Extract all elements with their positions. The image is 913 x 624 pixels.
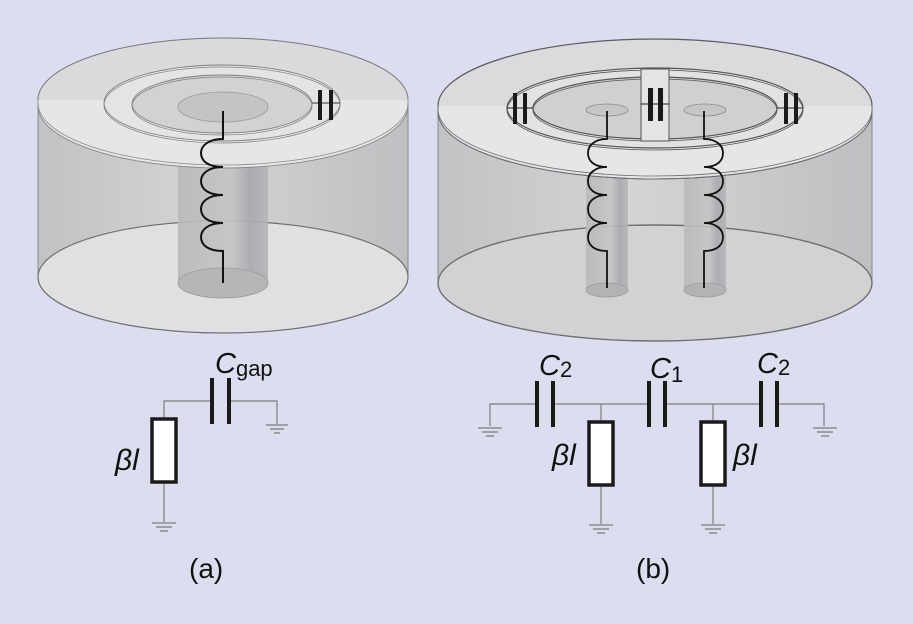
panel-a-caption: (a) [189,553,223,584]
circuit-a-resistor-icon [150,417,178,484]
circuit-a-capacitor-label: Cgap [215,348,273,381]
cavity-a-gap-capacitor-icon [312,90,340,120]
cavity-b-inductor-right-icon [703,111,724,288]
circuit-b-ground-mid-left-icon [589,524,613,534]
cavity-b-capacitor-right-icon [777,93,803,124]
circuit-b-resistor-left-icon [587,420,615,487]
circuit-b-ground-mid-right-icon [701,524,725,534]
circuit-b: C2 C1 C2 βl βl (b) [478,348,837,584]
circuit-a-resistor-label: βl [114,444,140,477]
circuit-a-ground-right-icon [266,424,288,434]
panel-b-caption: (b) [636,553,670,584]
circuit-a-wire [230,400,278,424]
circuit-a-capacitor-gap-icon [210,378,231,424]
circuit-b-capacitor-c2-left-icon [535,381,555,427]
circuit-b-ground-right-icon [813,427,837,437]
cavity-b-split-ring [506,67,804,151]
cavity-b-floor [437,224,873,342]
circuit-b-c1-label: C1 [650,353,683,387]
circuit-b-resistor-right-label: βl [732,439,758,472]
cavity-a-inductor-icon [199,111,224,283]
cavity-b-capacitor-center-icon [641,88,669,121]
circuit-b-capacitor-c1-icon [647,381,667,427]
cavity-a [37,37,409,334]
circuit-a-ground-bottom-icon [152,522,176,532]
circuit-a: Cgap βl (a) [114,348,288,584]
circuit-b-ground-left-icon [478,427,502,437]
circuit-b-resistor-left-label: βl [551,439,577,472]
circuit-b-capacitor-c2-right-icon [759,381,779,427]
circuit-b-c2-right-label: C2 [757,348,790,380]
cavity-a-ring [103,64,341,144]
circuit-b-wire [778,403,825,426]
circuit-a-wire [163,400,212,421]
circuit-b-wire [489,403,536,426]
cavity-b-inductor-left-icon [587,111,608,288]
cavity-b-capacitor-left-icon [507,93,533,124]
cavity-b [437,38,873,342]
circuit-b-c2-left-label: C2 [539,350,572,382]
circuit-b-resistor-right-icon [699,420,727,487]
